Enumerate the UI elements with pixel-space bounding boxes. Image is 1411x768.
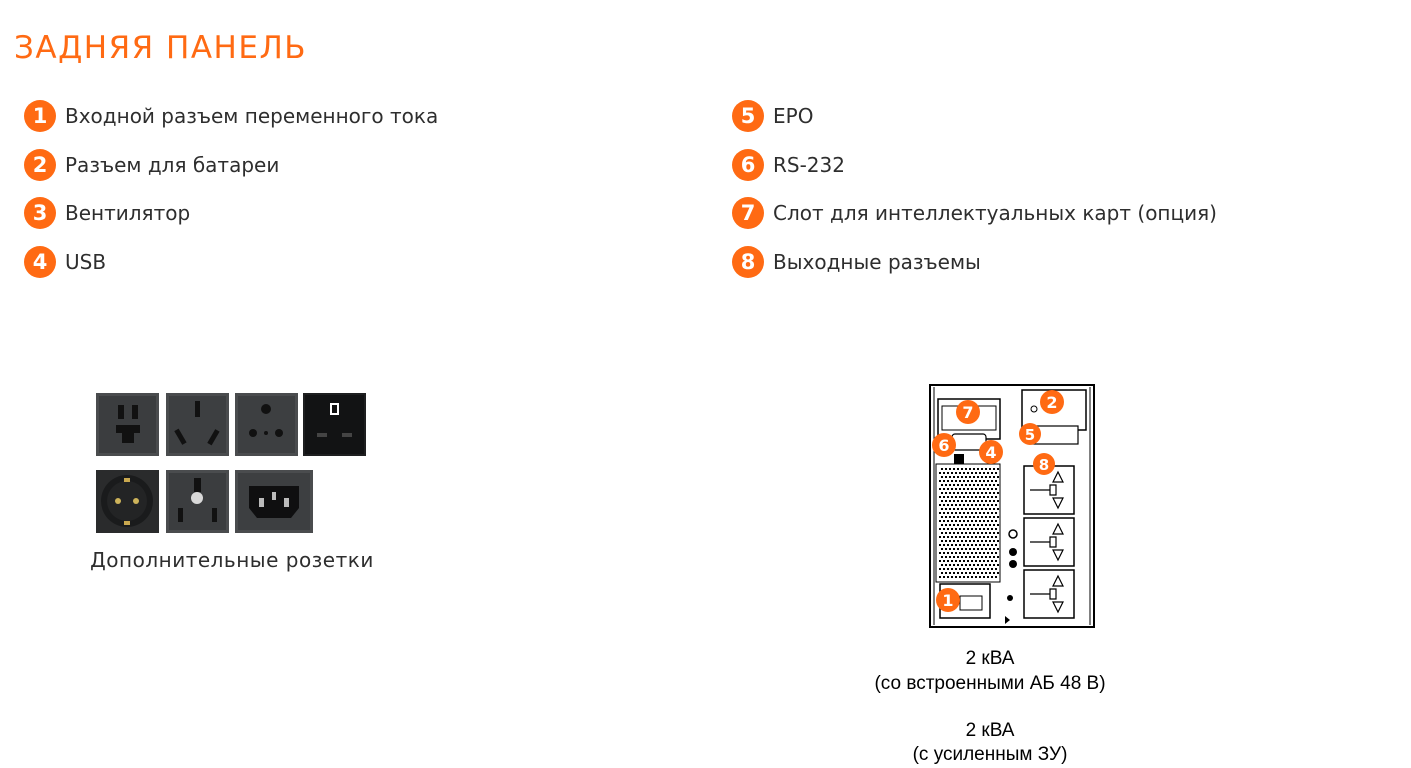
legend-item: 8 Выходные разъемы xyxy=(732,238,1217,287)
sockets-caption: Дополнительные розетки xyxy=(90,548,374,572)
legend-label: USB xyxy=(65,249,107,274)
marker-1: 1 xyxy=(936,588,960,612)
marker-5: 5 xyxy=(1019,423,1041,445)
model-b-power: 2 кВА xyxy=(965,720,1015,741)
svg-text:8: 8 xyxy=(1039,456,1049,474)
legend-label: Слот для интеллектуальных карт (опция) xyxy=(773,201,1217,226)
legend-right: 5 EPO 6 RS-232 7 Слот для интеллектуальн… xyxy=(732,92,1217,286)
legend-label: Разъем для батареи xyxy=(65,152,280,177)
svg-text:6: 6 xyxy=(938,436,949,455)
legend-left: 1 Входной разъем переменного тока 2 Разъ… xyxy=(24,92,438,286)
marker-6: 6 xyxy=(932,433,956,457)
legend-item: 1 Входной разъем переменного тока xyxy=(24,92,438,141)
page-title: ЗАДНЯЯ ПАНЕЛЬ xyxy=(14,30,308,66)
legend-item: 3 Вентилятор xyxy=(24,189,438,238)
model-b-note: (с усиленным ЗУ) xyxy=(912,744,1068,765)
legend-item: 2 Разъем для батареи xyxy=(24,141,438,190)
marker-7: 7 xyxy=(956,400,980,424)
legend-item: 6 RS-232 xyxy=(732,141,1217,190)
number-badge: 7 xyxy=(732,197,764,230)
model-a-note: (со встроенными АБ 48 В) xyxy=(874,673,1106,694)
uk-socket-icon xyxy=(303,393,366,456)
number-badge: 2 xyxy=(24,148,56,181)
marker-2: 2 xyxy=(1040,390,1064,414)
legend-label: RS-232 xyxy=(773,152,845,177)
svg-text:4: 4 xyxy=(985,443,996,462)
additional-sockets-image xyxy=(96,393,370,536)
multi-standard-socket-icon xyxy=(166,470,229,533)
legend-item: 7 Слот для интеллектуальных карт (опция) xyxy=(732,189,1217,238)
schuko-socket-icon xyxy=(96,470,159,533)
legend-label: Входной разъем переменного тока xyxy=(65,104,439,129)
legend-item: 5 EPO xyxy=(732,92,1217,141)
number-badge: 3 xyxy=(24,197,56,230)
marker-8: 8 xyxy=(1033,453,1055,475)
universal-socket-icon xyxy=(96,393,159,456)
svg-text:5: 5 xyxy=(1025,426,1035,444)
number-badge: 1 xyxy=(24,100,56,133)
number-badge: 6 xyxy=(732,148,764,181)
legend-label: EPO xyxy=(773,104,814,129)
number-badge: 5 xyxy=(732,100,764,133)
number-badge: 8 xyxy=(732,245,764,278)
iec-c13-socket-icon xyxy=(235,470,313,533)
marker-4: 4 xyxy=(979,440,1003,464)
australian-socket-icon xyxy=(166,393,229,456)
legend-item: 4 USB xyxy=(24,238,438,287)
svg-text:1: 1 xyxy=(942,591,953,610)
legend-label: Выходные разъемы xyxy=(773,249,981,274)
indian-socket-icon xyxy=(235,393,298,456)
number-badge: 4 xyxy=(24,245,56,278)
fan-grille xyxy=(939,468,999,578)
svg-text:7: 7 xyxy=(962,403,973,422)
ups-rear-panel-image: 7 2 5 6 4 8 1 xyxy=(929,384,1095,628)
svg-text:2: 2 xyxy=(1046,393,1057,412)
model-a-power: 2 кВА xyxy=(965,648,1015,669)
legend-label: Вентилятор xyxy=(65,201,191,226)
